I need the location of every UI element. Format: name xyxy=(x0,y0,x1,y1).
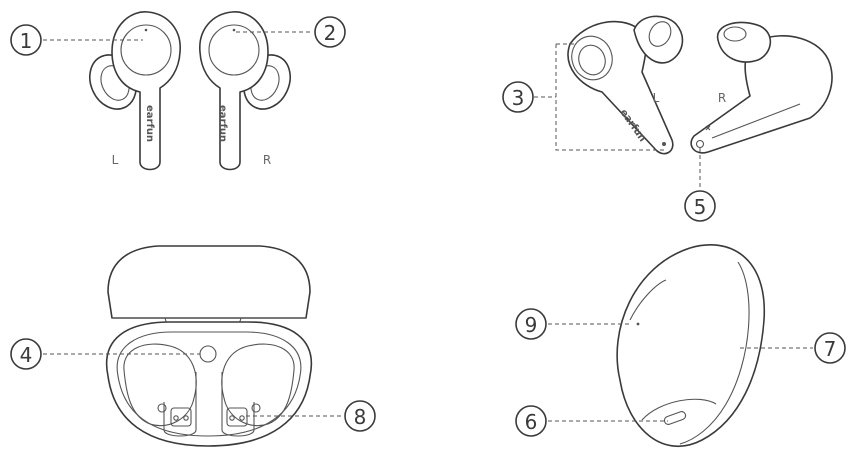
svg-text:6: 6 xyxy=(525,410,538,434)
charging-case-closed xyxy=(616,244,765,447)
callout-9: 9 xyxy=(515,308,547,340)
label-right-side: R xyxy=(718,91,726,105)
svg-text:5: 5 xyxy=(694,195,707,219)
svg-text:7: 7 xyxy=(824,337,837,361)
svg-text:8: 8 xyxy=(354,405,367,429)
callout-8: 8 xyxy=(344,400,376,432)
callout-6: 6 xyxy=(515,405,547,437)
callout-7: 7 xyxy=(814,332,846,364)
svg-text:1: 1 xyxy=(20,29,33,53)
label-right-front: R xyxy=(263,153,271,167)
charging-case-open xyxy=(105,245,313,447)
svg-text:9: 9 xyxy=(525,313,538,337)
right-bud-brand: earfun xyxy=(217,105,228,142)
label-left-front: L xyxy=(112,153,119,167)
svg-text:3: 3 xyxy=(512,86,525,110)
callout-3-leader xyxy=(534,43,664,151)
callout-3: 3 xyxy=(502,81,534,113)
callout-5: 5 xyxy=(684,190,716,222)
earbud-left-side: earfun xyxy=(567,15,684,155)
earbud-left-front: earfun xyxy=(89,11,181,171)
label-left-side: L xyxy=(653,91,660,105)
callout-2: 2 xyxy=(314,16,346,48)
callout-1: 1 xyxy=(10,24,42,56)
callout-4: 4 xyxy=(10,338,42,370)
left-bud-brand: earfun xyxy=(144,105,155,142)
svg-text:4: 4 xyxy=(20,343,33,367)
earbud-right-front: earfun xyxy=(199,11,291,171)
earbud-right-side xyxy=(690,21,833,154)
svg-text:2: 2 xyxy=(324,21,337,45)
